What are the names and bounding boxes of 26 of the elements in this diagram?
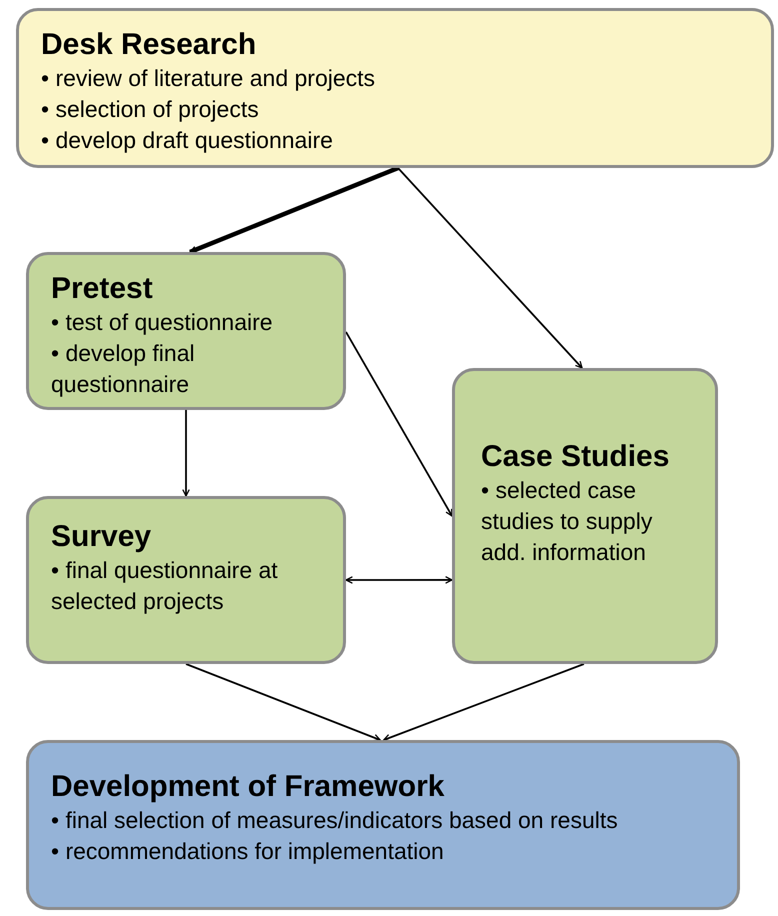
arrow	[345, 332, 453, 517]
arrow	[345, 576, 453, 584]
bullet-item: • selection of projects	[41, 95, 260, 124]
process-box	[26, 496, 346, 664]
process-box	[452, 368, 718, 664]
process-box	[26, 740, 740, 910]
bullet-item: • selected case studies to supply add. information	[481, 476, 654, 567]
box-heading: Development of Framework	[51, 769, 446, 805]
bullet-item: • final questionnaire at selected projects	[51, 556, 279, 616]
bullet-item: • final selection of measures/indicators based on results	[51, 806, 619, 835]
bullet-item: • review of literature and projects	[41, 64, 376, 93]
process-box	[26, 252, 346, 410]
process-box	[16, 8, 774, 168]
arrow	[189, 166, 399, 254]
arrow	[397, 167, 583, 369]
arrow	[383, 663, 584, 742]
bullet-item: • test of questionnaire	[51, 308, 273, 337]
box-heading: Case Studies	[481, 439, 670, 475]
bullet-item: • develop final questionnaire	[51, 339, 196, 399]
box-heading: Desk Research	[41, 27, 258, 63]
arrow	[186, 663, 381, 742]
box-heading: Survey	[51, 519, 152, 555]
arrow	[182, 410, 190, 497]
bullet-item: • recommendations for implementation	[51, 837, 445, 866]
bullet-item: • develop draft questionnaire	[41, 126, 334, 155]
box-heading: Pretest	[51, 271, 154, 307]
